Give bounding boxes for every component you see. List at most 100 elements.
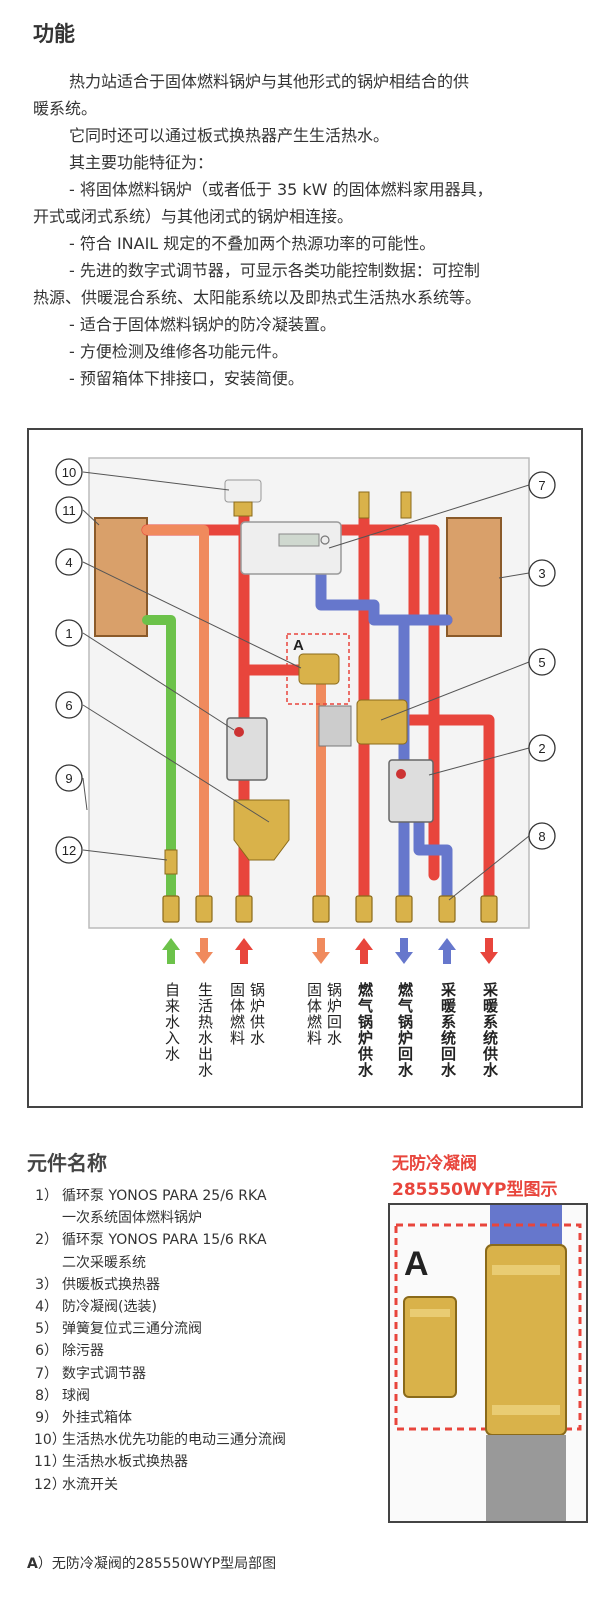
ball-valve: [312, 895, 330, 923]
detail-title-line2: 285550WYP型图示: [392, 1180, 558, 1200]
leader-1: [82, 632, 235, 731]
callout-label: 12: [62, 843, 76, 858]
pipe-cold-water: [142, 615, 176, 910]
intro-line: - 适合于固体燃料锅炉的防冷凝装置。: [69, 315, 336, 334]
component-item: 9）外挂式箱体: [35, 1410, 132, 1427]
detail-title: 无防冷凝阀 285550WYP型图示: [392, 1151, 558, 1203]
intro-line: 热力站适合于固体燃料锅炉与其他形式的锅炉相结合的供: [69, 72, 470, 91]
port-label-heating-supply: 采暖系统供水: [481, 982, 499, 1078]
leader-11: [82, 509, 100, 526]
anti-condensing-valve: [298, 653, 340, 685]
component-sub: 二次采暖系统: [62, 1254, 146, 1271]
dhw-heat-exchanger: [94, 517, 148, 637]
leader-3: [498, 572, 530, 579]
pump-2: [388, 759, 434, 823]
port-label-cold-water: 自来水入水: [163, 982, 181, 1062]
component-item: 1）循环泵 YONOS PARA 25/6 RKA: [35, 1188, 267, 1204]
detail-valve-ring: [492, 1265, 560, 1275]
ball-valve: [355, 895, 373, 923]
controller-knob: [320, 535, 330, 545]
intro-line: - 方便检测及维修各功能元件。: [69, 342, 288, 361]
port-arrow-down-icon: [395, 938, 413, 964]
motorized-diverter-valve: [224, 479, 262, 503]
system-diagram: A: [27, 428, 583, 1108]
port-label-solid-return-1: 固体燃料: [305, 982, 323, 1046]
component-sub: 一次系统固体燃料锅炉: [62, 1210, 202, 1227]
detail-cap: [403, 1296, 457, 1398]
heating-heat-exchanger: [446, 517, 502, 637]
caption-text: ）无防冷凝阀的285550WYP型局部图: [37, 1556, 277, 1572]
leader-8: [448, 835, 530, 901]
component-item: 3）供暖板式换热器: [35, 1276, 160, 1293]
component-item: 7）数字式调节器: [35, 1365, 146, 1382]
callout-circle: [55, 496, 83, 524]
dirt-separator: [233, 799, 290, 861]
callout-label: 5: [538, 655, 545, 670]
leader-9: [82, 777, 88, 811]
diverter-valve-body: [233, 501, 253, 517]
leader-7: [328, 484, 530, 549]
callout-label: 9: [65, 771, 72, 786]
callout-circle: [528, 648, 556, 676]
pump-1: [226, 717, 268, 781]
intro-line: 暖系统。: [33, 99, 98, 118]
detail-marker: A: [404, 1245, 429, 1283]
port-arrow-down-icon: [480, 938, 498, 964]
callout-label: 11: [62, 503, 76, 518]
port-arrow-up-icon: [235, 938, 253, 964]
system-diagram-svg: A: [55, 457, 556, 964]
port-label-heating-return: 采暖系统回水: [439, 982, 457, 1078]
port-label-gas-supply: 燃气锅炉供水: [356, 982, 374, 1078]
detail-cap-ring: [410, 1309, 450, 1317]
port-arrows: [162, 938, 498, 964]
ball-valve: [438, 895, 456, 923]
callout-circle: [528, 559, 556, 587]
callout-circle: [528, 471, 556, 499]
callout-label: 4: [65, 555, 72, 570]
callout-label: 7: [538, 478, 545, 493]
component-item: 12）水流开关: [34, 1476, 118, 1493]
leader-2: [428, 747, 530, 776]
air-vent-2: [400, 491, 412, 519]
callout-circle: [55, 691, 83, 719]
figure-caption: A）无防冷凝阀的285550WYP型局部图: [27, 1553, 276, 1573]
callout-label: 3: [538, 566, 545, 581]
detail-view-svg: A: [394, 1205, 582, 1521]
detail-valve-ring: [492, 1405, 560, 1415]
caption-prefix: A: [27, 1556, 38, 1572]
intro-line: - 预留箱体下排接口，安装简便。: [69, 369, 304, 388]
air-vent-1: [358, 491, 370, 519]
pipe-blue-upper: [315, 564, 453, 626]
port-label-solid-return-2: 锅炉回水: [325, 982, 343, 1046]
component-item: 8）球阀: [35, 1387, 90, 1404]
callout-label: 6: [65, 698, 72, 713]
valve-actuator: [318, 705, 352, 747]
callout-circle: [528, 822, 556, 850]
area-a-frame: [286, 633, 350, 705]
flow-switch: [164, 849, 178, 875]
detail-lower-pipe: [486, 1435, 566, 1521]
detail-view: A: [388, 1203, 588, 1523]
detail-title-line1: 无防冷凝阀: [392, 1154, 477, 1174]
component-item: 4）防冷凝阀(选装): [35, 1299, 157, 1316]
leader-10: [82, 471, 230, 491]
callout-circle: [55, 548, 83, 576]
pipe-dhw-out: [142, 525, 209, 910]
leader-5: [380, 661, 530, 721]
leader-6: [82, 704, 270, 823]
component-item: 6）除污器: [35, 1343, 104, 1360]
ball-valve: [162, 895, 180, 923]
pipe-heating-return: [413, 804, 453, 911]
pump-1-indicator: [234, 727, 244, 737]
intro-text: 热力站适合于固体燃料锅炉与其他形式的锅炉相结合的供 暖系统。 它同时还可以通过板…: [33, 68, 593, 392]
three-way-valve: [356, 699, 408, 745]
component-item: 5）弹簧复位式三通分流阀: [35, 1321, 202, 1338]
intro-line: - 先进的数字式调节器，可显示各类功能控制数据：可控制: [69, 261, 480, 280]
port-arrow-up-icon: [162, 938, 180, 964]
port-label-dhw-out: 生活热水出水: [196, 982, 214, 1078]
component-item: 11）生活热水板式换热器: [34, 1454, 188, 1471]
intro-line: 开式或闭式系统）与其他闭式的锅炉相连接。: [33, 207, 354, 226]
callout-label: 8: [538, 829, 545, 844]
intro-line: 它同时还可以通过板式换热器产生生活热水。: [69, 126, 390, 145]
intro-line: 其主要功能特征为：: [69, 153, 214, 172]
